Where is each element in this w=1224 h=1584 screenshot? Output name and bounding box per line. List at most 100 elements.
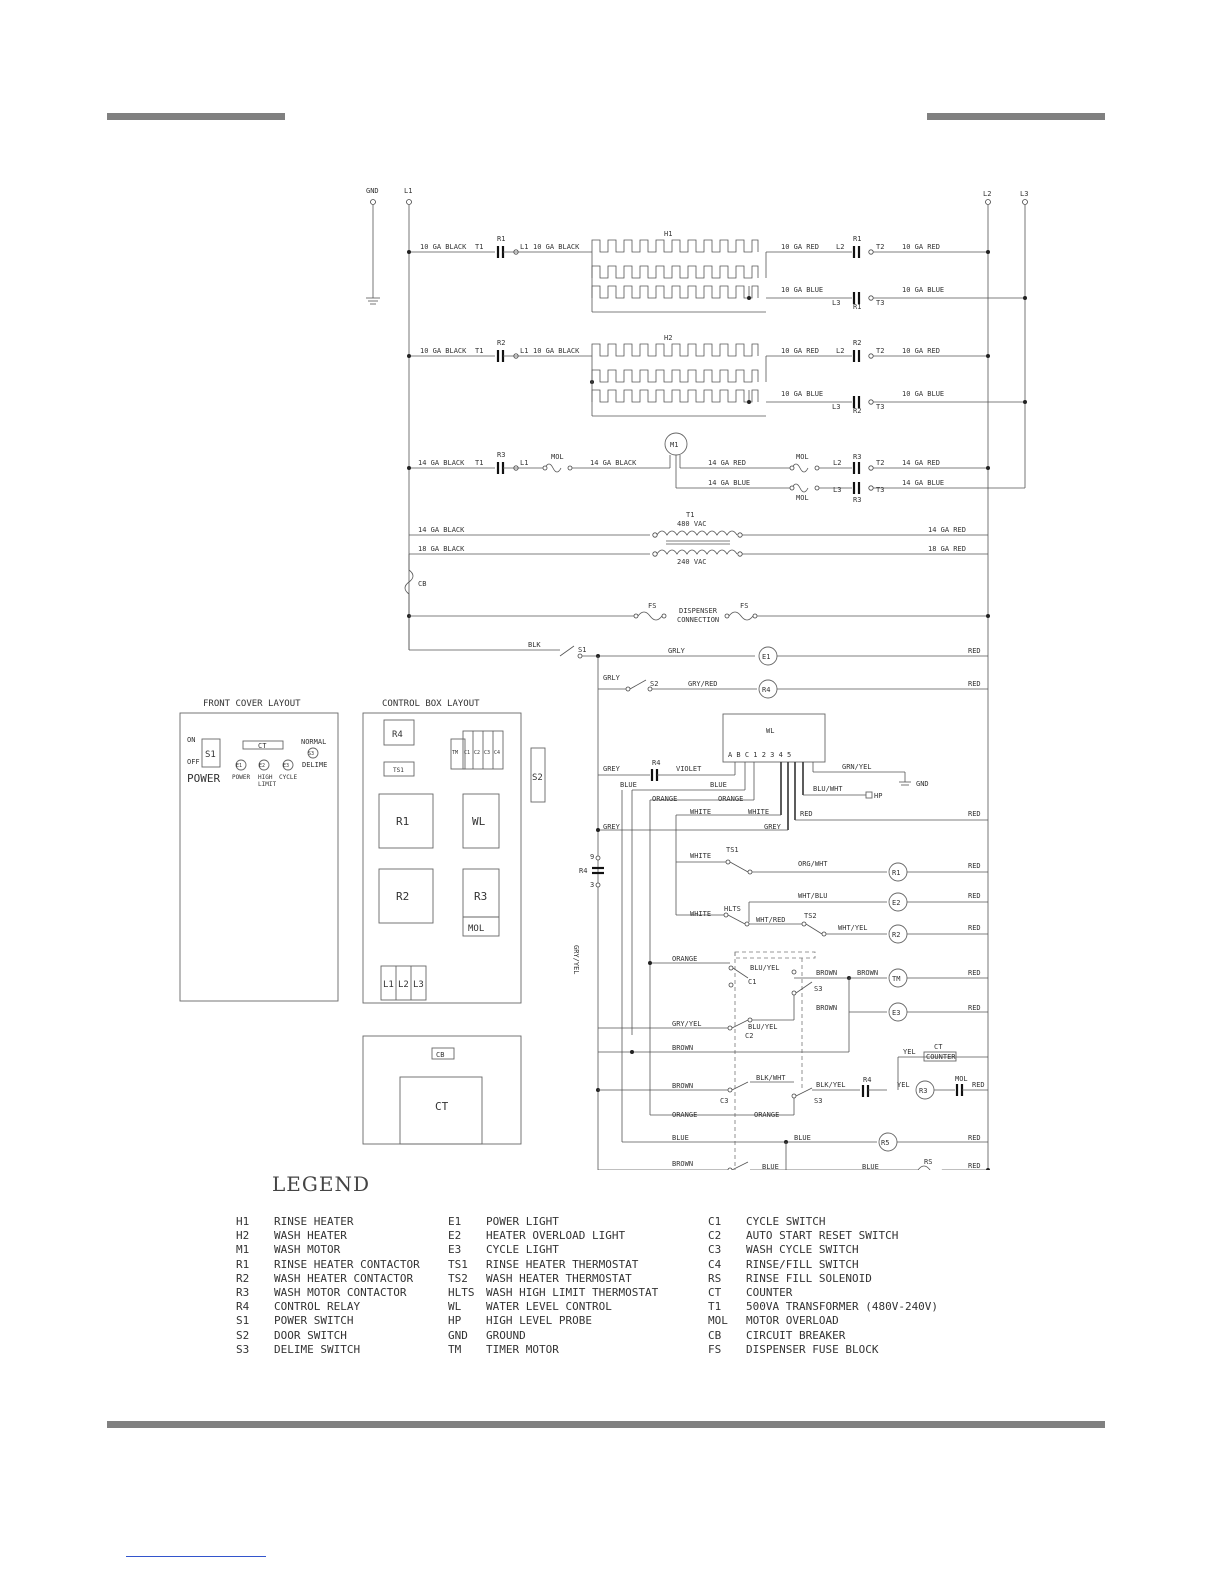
off-label: OFF (187, 758, 200, 766)
r2-label: R2 (853, 339, 861, 347)
r2-label: R2 (853, 407, 861, 415)
fs-label: FS (648, 602, 656, 610)
wire-label: 14 GA BLACK (418, 526, 465, 534)
r1-label: R1 (853, 303, 861, 311)
wire-label: RED (968, 647, 981, 655)
wire-label: BLK (528, 641, 541, 649)
legend-description: WASH MOTOR CONTACTOR (274, 1285, 407, 1299)
wire-label: ORANGE (672, 1111, 697, 1119)
wire-label: 10 GA BLUE (781, 390, 823, 398)
legend-description: WASH HIGH LIMIT THERMOSTAT (486, 1285, 659, 1299)
r1-label: R1 (892, 869, 900, 877)
s1-label: S1 (205, 750, 216, 760)
legend-code: FS (708, 1342, 722, 1356)
l2-label: L2 (836, 243, 844, 251)
legend-description: DOOR SWITCH (274, 1328, 347, 1342)
s1-label: S1 (578, 646, 586, 654)
wire-label: YEL (897, 1081, 910, 1089)
rs-label: RS (924, 1158, 932, 1166)
t2-label: T2 (876, 347, 884, 355)
legend-code: S3 (236, 1342, 250, 1356)
supply-terminals: GND L1 L2 L3 (366, 187, 1028, 305)
legend-description: POWER LIGHT (486, 1215, 559, 1228)
legend-code: MOL (708, 1314, 728, 1328)
wire-label: 18 GA RED (928, 545, 966, 553)
c2-label: C2 (745, 1032, 753, 1040)
r3-label: R3 (474, 890, 487, 903)
s2-label: S2 (650, 680, 658, 688)
wire-label: BROWN (857, 969, 878, 977)
wire-label: GRY/RED (688, 680, 718, 688)
high-label: HIGH (258, 774, 273, 781)
ts2-label: TS2 (804, 912, 817, 920)
footer-link-underline[interactable] (126, 1556, 266, 1557)
wire-label: WHITE (690, 910, 711, 918)
t1-transformer: 14 GA BLACK T1 480 VAC 14 GA RED 18 GA B… (404, 511, 990, 650)
tm-label: TM (452, 750, 458, 756)
legend-description: WASH MOTOR (274, 1243, 341, 1257)
wire-label: BLK/YEL (816, 1081, 846, 1089)
legend-description: WASH HEATER CONTACTOR (274, 1271, 414, 1285)
wire-label: 14 GA RED (928, 526, 966, 534)
legend-code: S1 (236, 1314, 250, 1328)
l1-label: L1 (383, 980, 394, 990)
legend-code: RS (708, 1271, 722, 1285)
l3-label: L3 (833, 486, 841, 494)
on-label: ON (187, 736, 195, 744)
wire-label: BROWN (672, 1082, 693, 1090)
legend-description: RINSE HEATER THERMOSTAT (486, 1257, 639, 1271)
r5-label: R5 (881, 1139, 889, 1147)
legend-code: C3 (708, 1243, 722, 1257)
legend-code: CB (708, 1328, 722, 1342)
legend-description: CYCLE SWITCH (746, 1215, 826, 1228)
cb-label: CB (418, 580, 426, 588)
wire-label: BROWN (672, 1160, 693, 1168)
control-box-title: CONTROL BOX LAYOUT (382, 699, 480, 709)
tm-label: TM (892, 975, 900, 983)
legend-code: T1 (708, 1300, 722, 1314)
legend-code: R1 (236, 1257, 250, 1271)
s3-label: S3 (308, 751, 314, 757)
wire-label: 10 GA RED (781, 347, 819, 355)
h2-label: H2 (664, 334, 672, 342)
wire-label: RED (968, 1134, 981, 1142)
e3-label: E3 (892, 1009, 900, 1017)
wire-label: GRLY (668, 647, 686, 655)
ts1-label: TS1 (726, 846, 739, 854)
r1-label: R1 (396, 815, 409, 828)
m1-label: M1 (670, 441, 678, 449)
h1-rinse-heater-circuit: 10 GA BLACK T1 R1 L1 10 GA BLACK H1 10 G… (407, 230, 1027, 313)
voltage-label: 240 VAC (677, 558, 707, 566)
legend-code: HP (448, 1314, 462, 1328)
dispenser-label: DISPENSER (679, 607, 718, 615)
wire-label: BLU/WHT (813, 785, 843, 793)
l1-label: L1 (520, 347, 528, 355)
wire-label: 10 GA BLACK (533, 347, 580, 355)
r4-label: R4 (652, 759, 660, 767)
legend-description: COUNTER (746, 1285, 793, 1299)
wire-label: RED (800, 810, 813, 818)
wire-label: RED (968, 892, 981, 900)
wire-label: RED (968, 924, 981, 932)
wire-label: BLUE (762, 1163, 779, 1170)
legend-description: CIRCUIT BREAKER (746, 1328, 846, 1342)
legend-code: H1 (236, 1215, 250, 1228)
t2-label: T2 (876, 459, 884, 467)
legend-description: MOTOR OVERLOAD (746, 1314, 839, 1328)
e2-label: E2 (892, 899, 900, 907)
r3-label: R3 (497, 451, 505, 459)
wire-label: BLK/WHT (756, 1074, 786, 1082)
wire-label: 10 GA BLUE (902, 390, 944, 398)
wire-label: ORG/WHT (798, 860, 828, 868)
